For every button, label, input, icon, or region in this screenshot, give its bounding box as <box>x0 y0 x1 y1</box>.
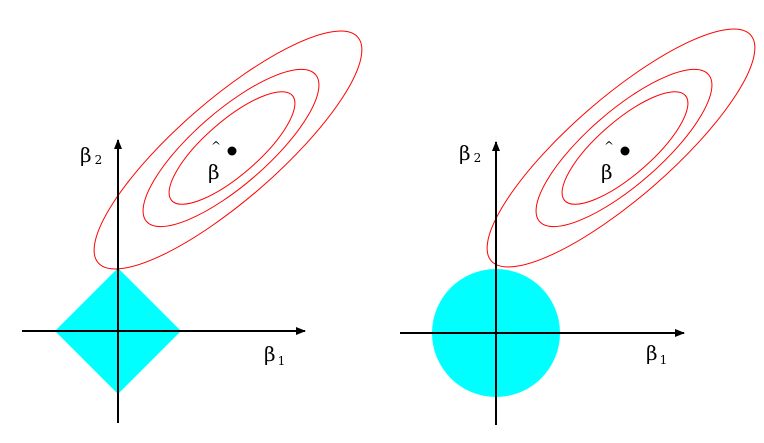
beta-hat-label: β <box>601 160 613 184</box>
contour-ellipses <box>93 30 363 270</box>
contour-middle <box>142 68 320 228</box>
beta-hat-point <box>227 146 237 156</box>
contour-outer <box>93 30 363 270</box>
beta-hat-label: β <box>208 160 220 184</box>
contour-inner <box>561 91 689 205</box>
beta-hat-caret: ^ <box>211 139 221 153</box>
contour-ellipses <box>486 28 756 268</box>
beta-hat-point <box>620 146 630 156</box>
contour-inner <box>168 91 296 205</box>
contour-outer <box>486 28 756 268</box>
contour-middle <box>535 68 713 228</box>
beta-hat-caret: ^ <box>604 139 614 153</box>
